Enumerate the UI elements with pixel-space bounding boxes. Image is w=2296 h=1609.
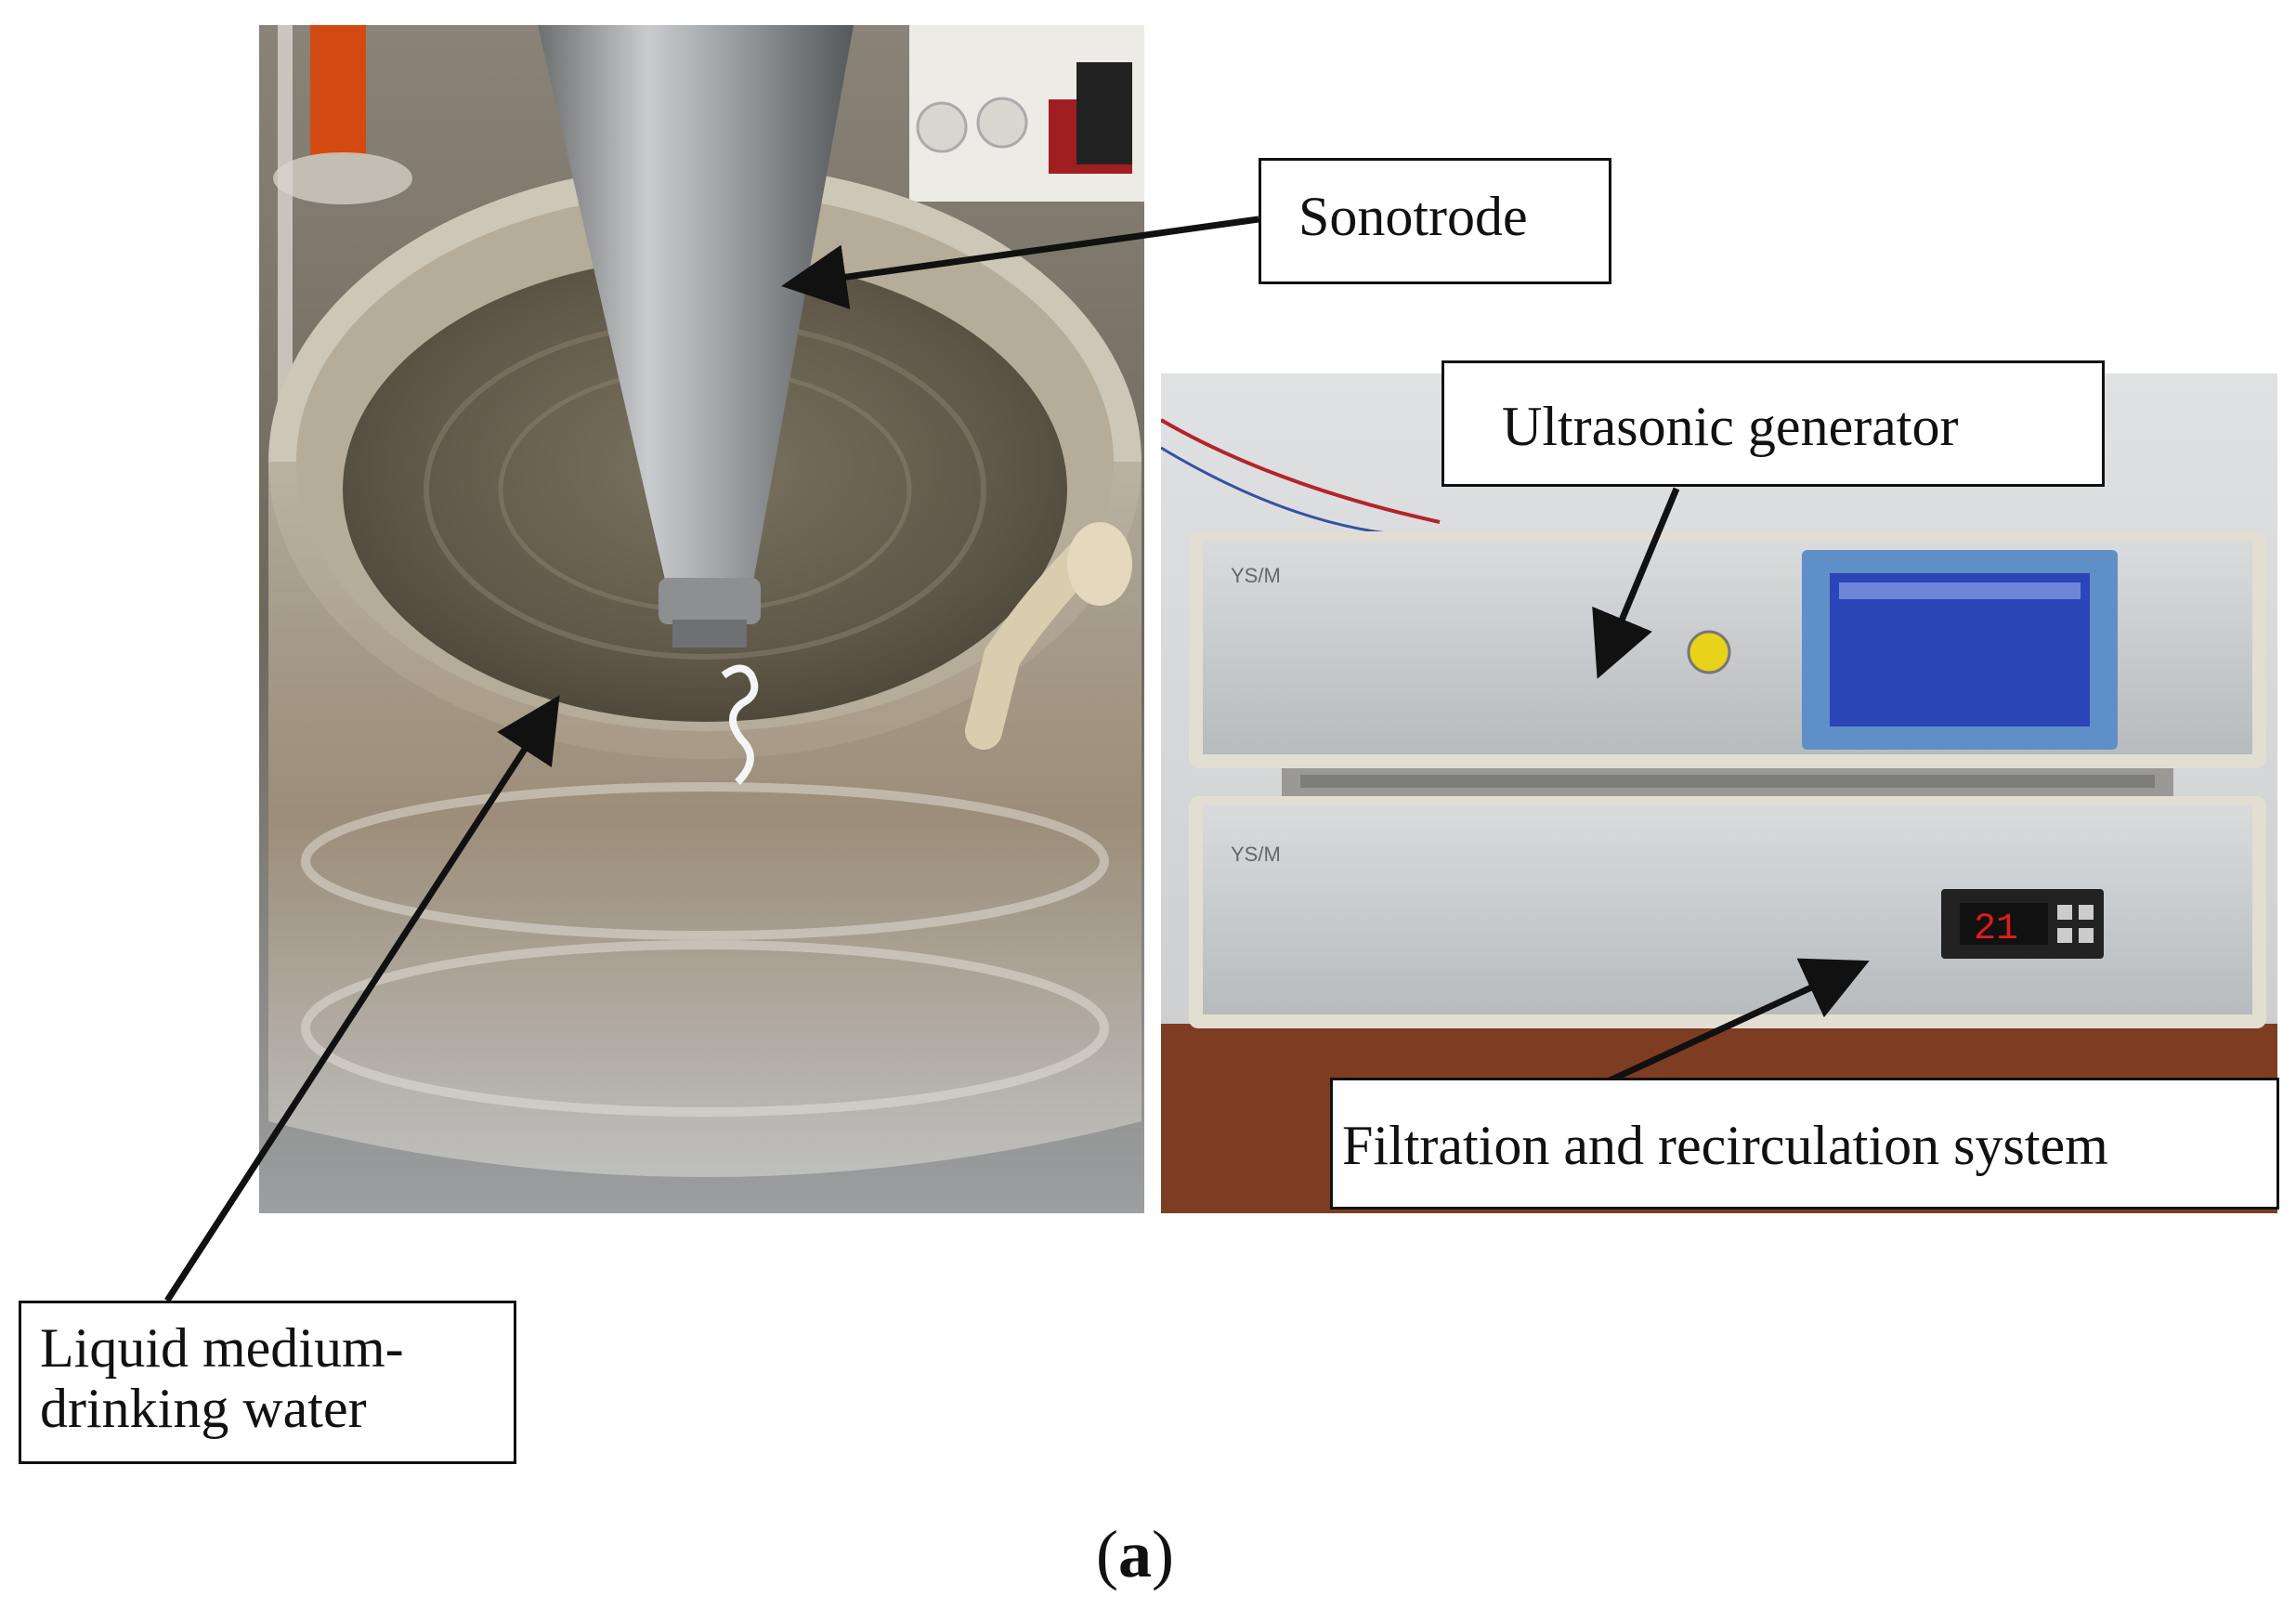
arrow-icon — [781, 216, 1259, 309]
sonotrode-horn — [538, 25, 854, 648]
arrow-icon — [1592, 487, 1680, 679]
figure-label: (a) — [1096, 1516, 1174, 1593]
filtration-system-label: Filtration and recirculation system — [1330, 1078, 2279, 1210]
liquid-medium-label-line2: drinking water — [40, 1377, 367, 1439]
figure-label-letter: a — [1117, 1517, 1152, 1591]
power-button — [1687, 630, 1731, 674]
sonotrode-photo — [259, 25, 1144, 1213]
sonotrode-label-text: Sonotrode — [1298, 186, 1528, 247]
ultrasonic-generator-unit: YS/M — [1189, 531, 2266, 796]
ultrasonic-generator-label-text: Ultrasonic generator — [1502, 396, 1959, 457]
liquid-medium-label: Liquid medium- drinking water — [19, 1301, 516, 1464]
svg-text:21: 21 — [1974, 909, 2018, 950]
figure-label-close: ) — [1151, 1517, 1174, 1591]
orange-probe — [273, 25, 412, 415]
brand-logo: YS/M — [1231, 564, 1281, 587]
arrow-icon — [164, 695, 560, 1302]
liquid-medium-label-line1: Liquid medium- — [40, 1317, 404, 1379]
power-strip — [909, 25, 1144, 202]
filtration-system-label-text: Filtration and recirculation system — [1342, 1115, 2108, 1176]
svg-text:YS/M: YS/M — [1231, 843, 1281, 866]
filtration-unit: YS/M 21 — [1189, 796, 2266, 1028]
arrow-icon — [1582, 958, 1870, 1096]
figure-label-open: ( — [1096, 1517, 1118, 1591]
sonotrode-label: Sonotrode — [1259, 158, 1611, 284]
ultrasonic-generator-label: Ultrasonic generator — [1442, 360, 2105, 487]
